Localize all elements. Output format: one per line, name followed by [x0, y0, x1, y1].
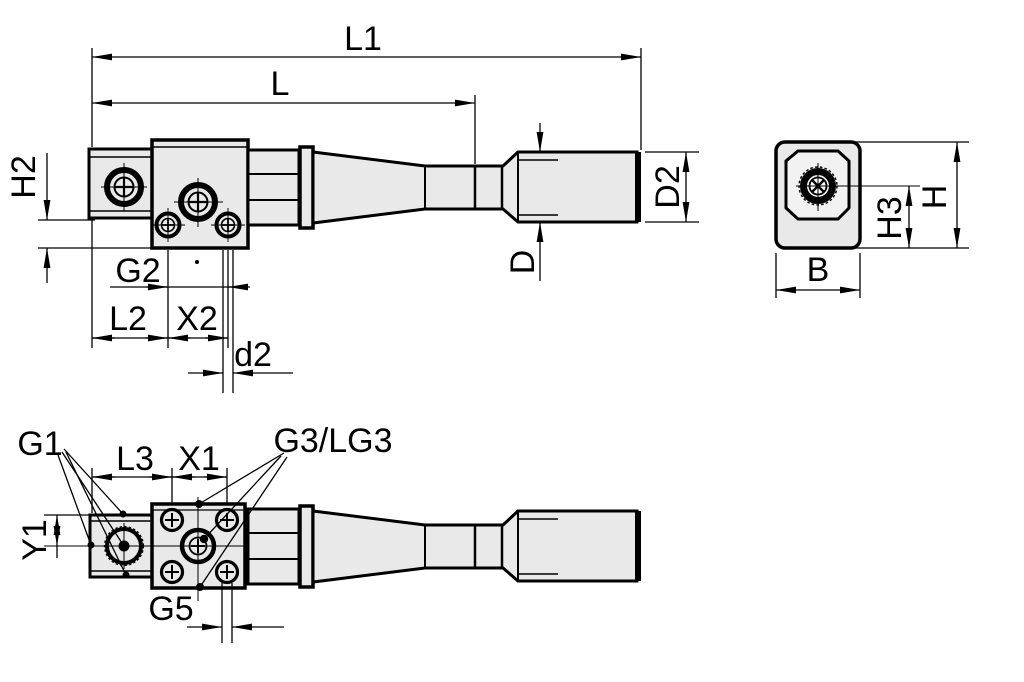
adjust-screw-icon: [174, 178, 223, 227]
dim-L3-X1: L3 X1: [91, 440, 228, 513]
callout-G1: G1: [17, 425, 130, 579]
center-mark-dot: [195, 260, 199, 264]
dim-label-l3: L3: [116, 440, 154, 478]
dim-D: D: [504, 123, 544, 281]
port-screw-left-icon: [151, 208, 185, 242]
top-view: [87, 138, 641, 264]
dim-G5: G5: [148, 583, 284, 643]
dim-Y1: Y1: [16, 514, 112, 561]
side-view: [774, 140, 920, 250]
dim-label-d2-large: D2: [649, 165, 687, 208]
dim-label-x2: X2: [176, 300, 218, 338]
corner-screw-icon: [159, 559, 185, 585]
hex-section: [246, 148, 301, 227]
dim-D2: D2: [645, 151, 699, 223]
callout-label-g3-lg3: G3/LG3: [273, 422, 392, 460]
dim-label-l1: L1: [344, 20, 382, 58]
dim-label-d: D: [504, 250, 542, 275]
cap-screw-icon: [101, 163, 147, 211]
dim-label-g2: G2: [115, 252, 160, 290]
dim-L1: L1: [91, 20, 642, 150]
dim-G2: G2: [91, 220, 250, 348]
dim-label-b: B: [807, 251, 830, 289]
dim-label-d2: d2: [234, 336, 272, 374]
ring-band: [298, 145, 315, 230]
dim-L: L: [92, 65, 476, 164]
callout-label-g1: G1: [17, 425, 62, 463]
port-screw-right-icon: [211, 208, 245, 242]
corner-screw-icon: [214, 559, 240, 585]
dim-label-g5: G5: [148, 590, 193, 628]
dim-B: B: [775, 251, 861, 298]
leader-dot: [87, 541, 95, 549]
callout-G3-LG3: G3/LG3: [195, 422, 393, 591]
dim-H2: H2: [5, 153, 151, 283]
corner-screw-icon: [159, 507, 185, 533]
dim-d2: d2: [188, 250, 293, 393]
hex-section-bottom: [246, 507, 301, 586]
leader-dot: [122, 571, 130, 579]
dim-label-x1: X1: [178, 440, 220, 478]
leader-dot: [119, 510, 127, 518]
dim-label-l2: L2: [109, 300, 147, 338]
leader-dot: [195, 500, 203, 508]
bottom-view: [44, 497, 641, 601]
dim-label-h: H: [916, 185, 954, 210]
ring-band-bottom: [298, 504, 315, 589]
dim-label-y1: Y1: [16, 519, 54, 561]
dim-label-h3: H3: [871, 196, 909, 239]
leader-dot: [196, 583, 204, 591]
dim-label-l: L: [271, 65, 290, 103]
dim-H3: H3: [871, 186, 913, 248]
dim-L2-X2: L2 X2: [92, 300, 228, 342]
dim-label-h2: H2: [5, 155, 43, 198]
